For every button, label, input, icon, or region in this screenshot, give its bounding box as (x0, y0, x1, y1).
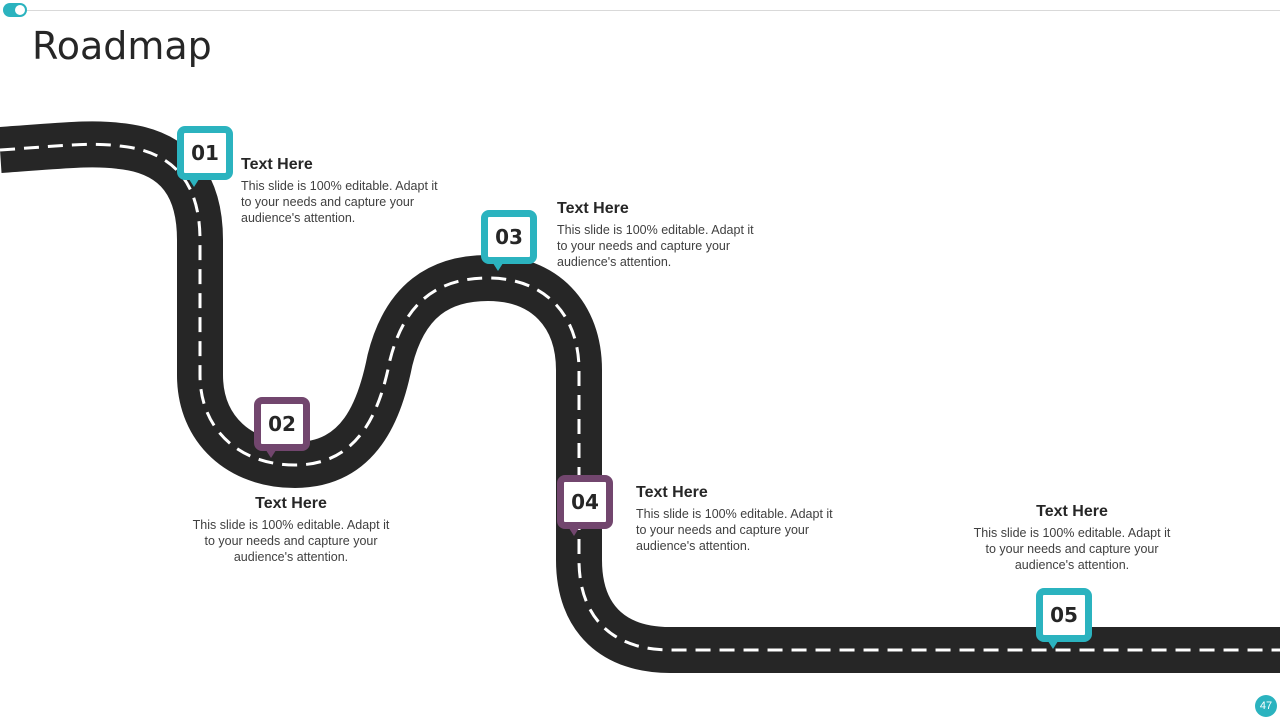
toggle-icon (3, 3, 27, 17)
milestone-heading: Text Here (1036, 503, 1108, 520)
marker-pointer (567, 525, 581, 536)
milestone-callout-03: Text Here This slide is 100% editable. A… (557, 200, 767, 270)
toggle-knob (14, 4, 26, 16)
milestone-heading: Text Here (255, 495, 327, 512)
milestone-number-05: 05 (1036, 588, 1092, 642)
header-divider (24, 10, 1280, 11)
milestone-description: This slide is 100% editable. Adapt it to… (636, 507, 833, 553)
milestone-marker-02: 02 (254, 397, 310, 458)
milestone-number-02: 02 (254, 397, 310, 451)
page-number-badge: 47 (1255, 695, 1277, 717)
milestone-description: This slide is 100% editable. Adapt it to… (241, 179, 438, 225)
milestone-marker-03: 03 (481, 210, 537, 271)
milestone-heading: Text Here (636, 484, 708, 501)
milestone-heading: Text Here (241, 156, 313, 173)
milestone-number-03: 03 (481, 210, 537, 264)
road-center-line (0, 142, 1280, 652)
milestone-marker-01: 01 (177, 126, 233, 187)
milestone-callout-05: Text Here This slide is 100% editable. A… (967, 503, 1177, 573)
marker-pointer (264, 447, 278, 458)
marker-pointer (491, 260, 505, 271)
milestone-description: This slide is 100% editable. Adapt it to… (192, 518, 390, 564)
milestone-callout-04: Text Here This slide is 100% editable. A… (636, 484, 846, 554)
milestone-heading: Text Here (557, 200, 629, 217)
milestone-description: This slide is 100% editable. Adapt it to… (973, 526, 1171, 572)
milestone-marker-05: 05 (1036, 588, 1092, 649)
milestone-description: This slide is 100% editable. Adapt it to… (557, 223, 754, 269)
marker-pointer (187, 176, 201, 187)
milestone-number-04: 04 (557, 475, 613, 529)
milestone-number-01: 01 (177, 126, 233, 180)
marker-pointer (1046, 638, 1060, 649)
milestone-marker-04: 04 (557, 475, 613, 536)
page-title: Roadmap (32, 24, 212, 68)
milestone-callout-02: Text Here This slide is 100% editable. A… (186, 495, 396, 565)
milestone-callout-01: Text Here This slide is 100% editable. A… (241, 156, 451, 226)
